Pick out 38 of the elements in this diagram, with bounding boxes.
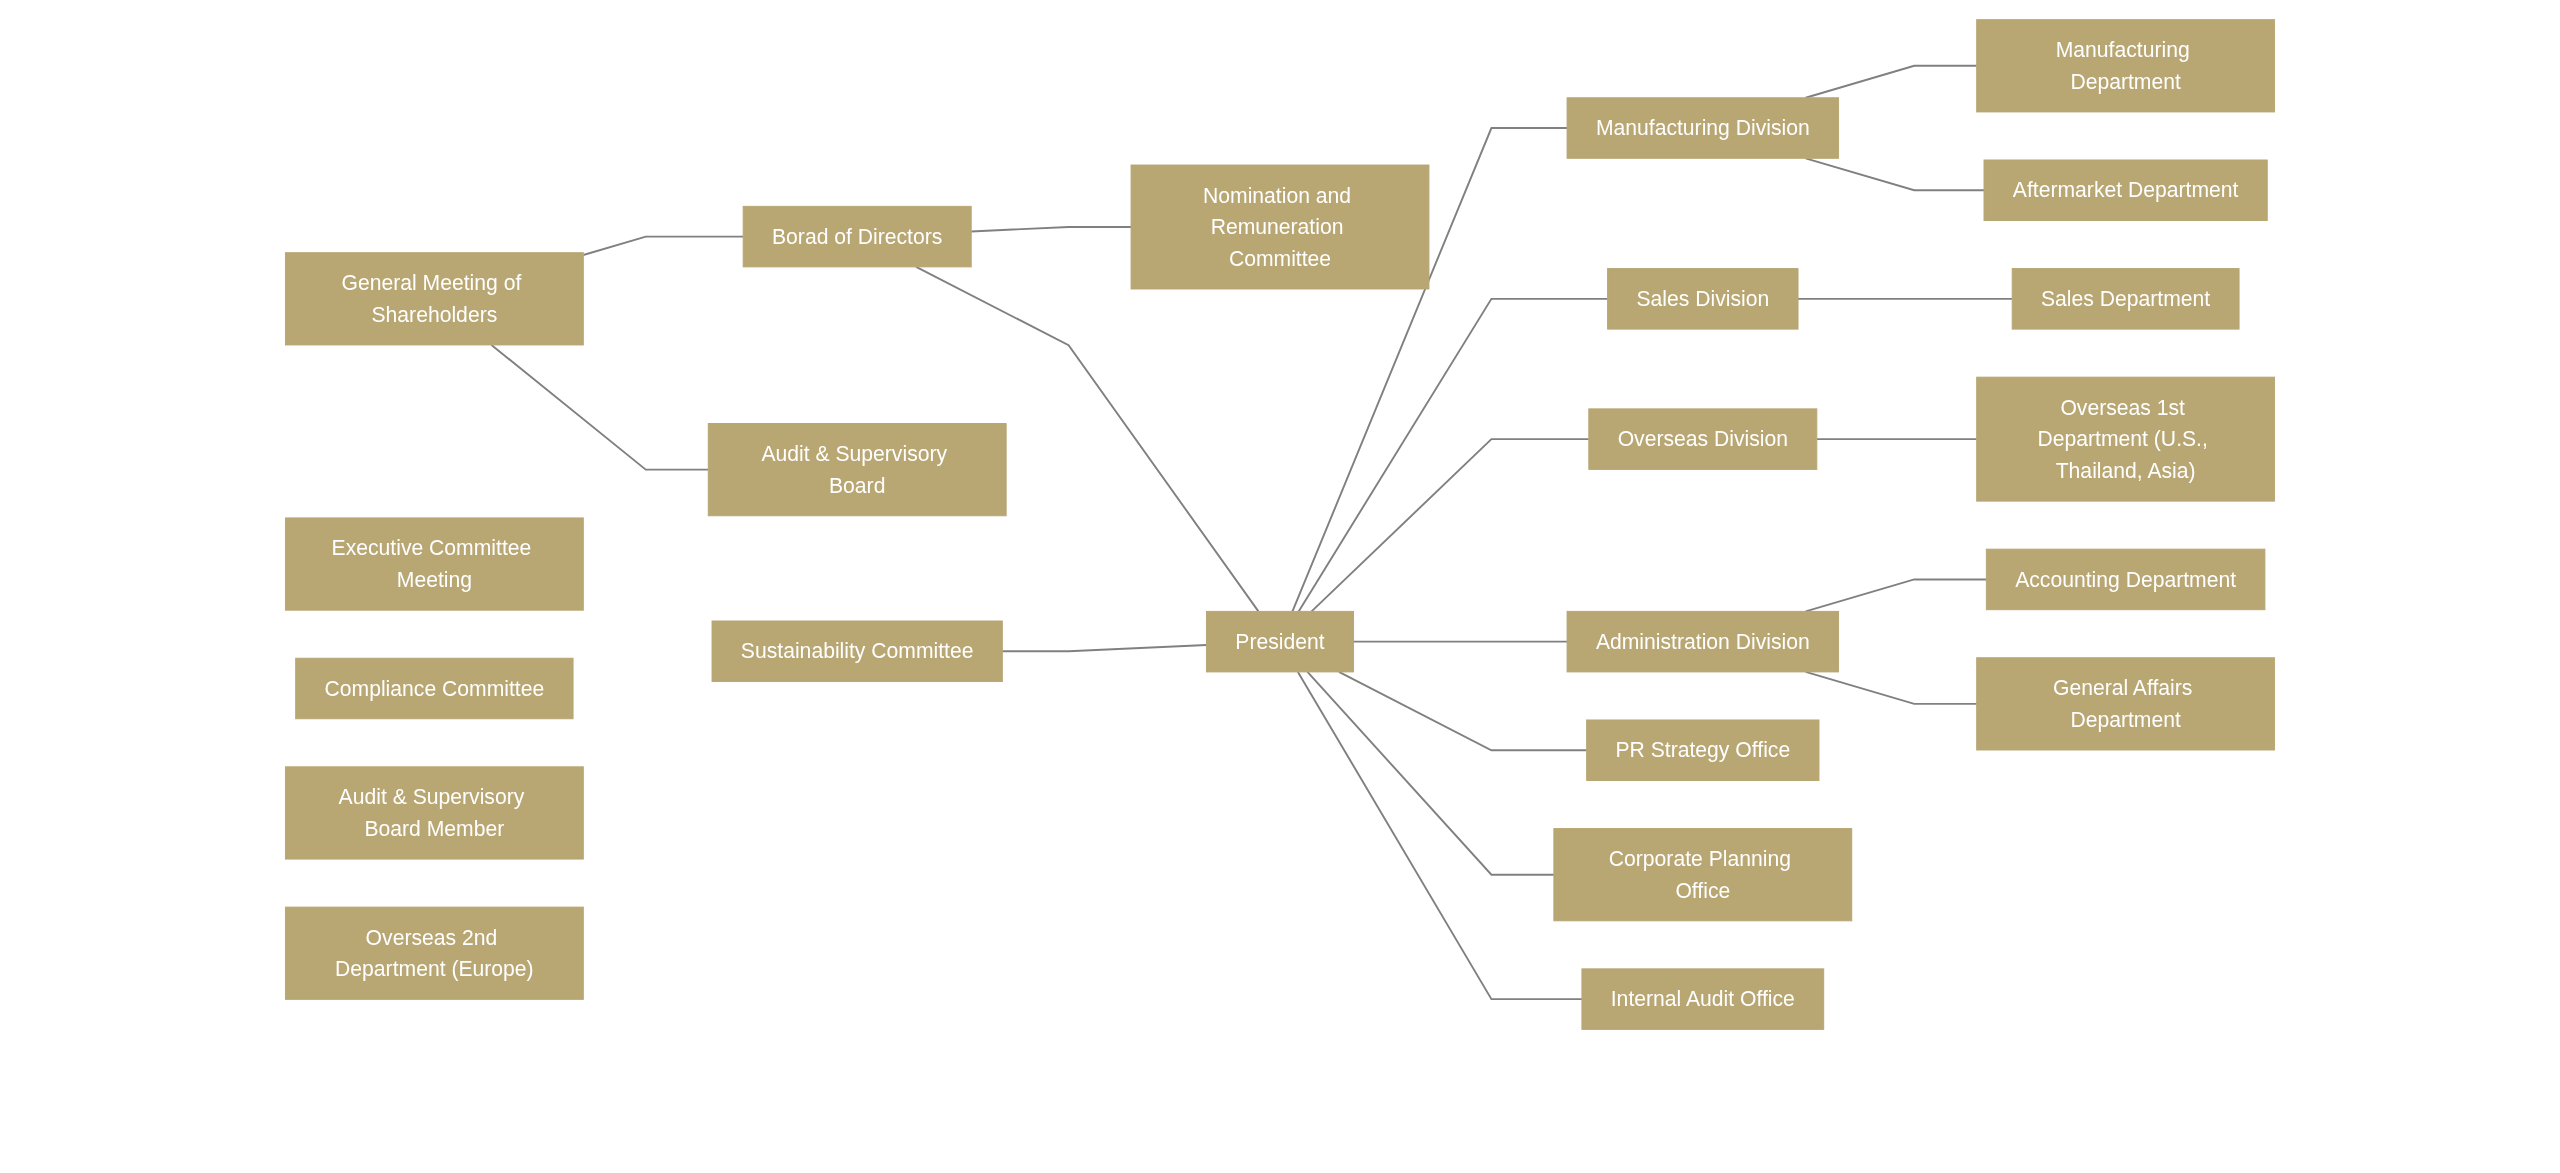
node-box: Audit & Supervisory Board bbox=[707, 422, 1007, 516]
connector bbox=[970, 225, 1132, 232]
node-box: Sales Division bbox=[1607, 267, 1799, 330]
connector bbox=[1797, 297, 2014, 300]
node-box: Compliance Committee bbox=[295, 657, 574, 719]
node-box: Nomination and Remuneration Committee bbox=[1130, 164, 1430, 289]
connector bbox=[1297, 297, 1609, 612]
connector bbox=[1001, 643, 1208, 652]
connector bbox=[1337, 670, 1588, 751]
node-box: Accounting Department bbox=[1985, 548, 2266, 610]
node-box: General Meeting of Shareholders bbox=[284, 251, 584, 345]
node-box: Borad of Directors bbox=[742, 205, 972, 267]
node-box: Manufacturing Division bbox=[1566, 96, 1840, 159]
connector bbox=[1296, 670, 1583, 1000]
connector bbox=[1804, 156, 1985, 191]
connector bbox=[490, 343, 710, 471]
node-box: General Affairs Department bbox=[1976, 656, 2276, 750]
node-box: Manufacturing Department bbox=[1976, 18, 2276, 112]
node-box: President bbox=[1206, 610, 1354, 672]
node-box: Audit & Supervisory Board Member bbox=[284, 765, 584, 860]
node-box: Overseas Division bbox=[1588, 407, 1818, 470]
node-box: Internal Audit Office bbox=[1581, 967, 1825, 1030]
node-box: Corporate Planning Office bbox=[1553, 827, 1853, 921]
node-box: Overseas 2nd Department (Europe) bbox=[284, 906, 584, 1000]
connector bbox=[1306, 670, 1555, 876]
connector bbox=[1352, 640, 1568, 643]
connector bbox=[1291, 126, 1568, 612]
node-box: PR Strategy Office bbox=[1586, 719, 1820, 781]
node-box: Aftermarket Department bbox=[1983, 159, 2268, 221]
node-box: Overseas 1st Department (U.S., Thailand, Asia) bbox=[1976, 376, 2276, 502]
node-box: Executive Committee Meeting bbox=[284, 516, 584, 611]
connector bbox=[1815, 437, 1978, 440]
node-box: Sustainability Committee bbox=[711, 620, 1003, 682]
node-box: Administration Division bbox=[1566, 610, 1840, 672]
connector bbox=[915, 265, 1260, 612]
node-box: Sales Department bbox=[2011, 267, 2240, 330]
connector bbox=[1310, 437, 1590, 612]
connector bbox=[582, 235, 745, 256]
